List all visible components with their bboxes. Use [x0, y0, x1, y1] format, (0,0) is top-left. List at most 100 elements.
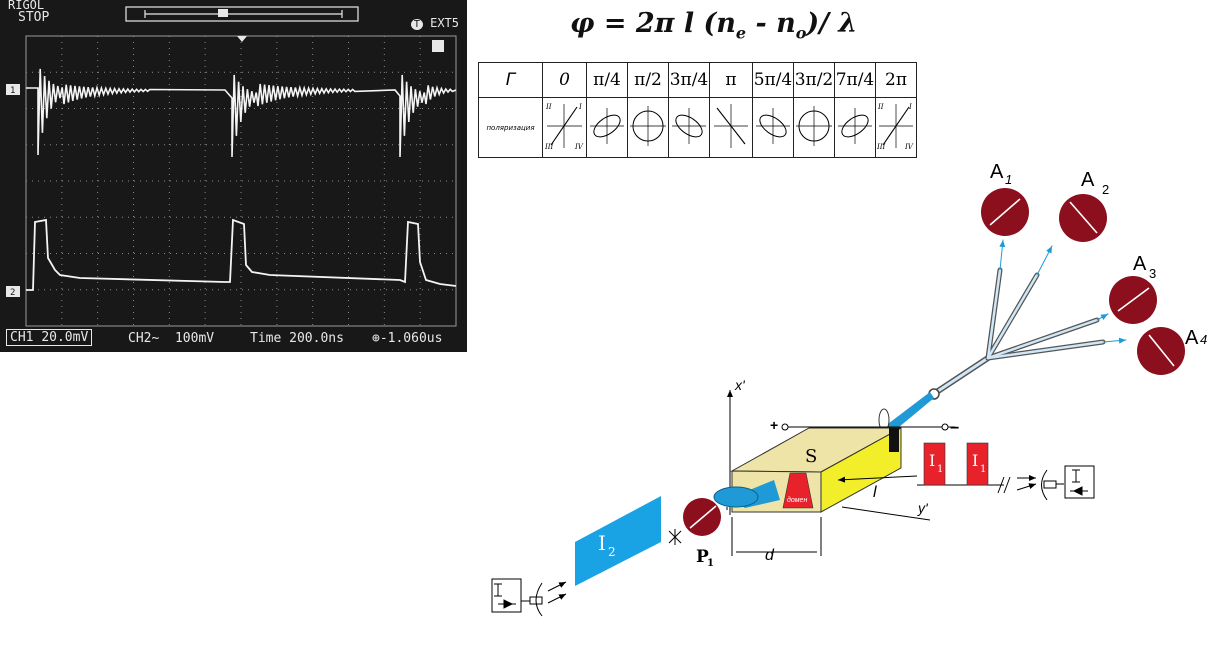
elliptical-pol-icon [590, 108, 624, 144]
a1-subscript: 1 [1005, 172, 1012, 187]
channel1-trace [26, 68, 457, 158]
a3-subscript: 3 [1149, 266, 1156, 281]
pulse-i2: I 2 [575, 496, 661, 586]
p1-subscript: 1 [707, 558, 714, 569]
trigger-source: T EXT5 [410, 16, 459, 30]
crystal: S домен [713, 427, 902, 513]
scope-brand: RIGOL [8, 0, 45, 12]
channel2-trace [26, 218, 457, 291]
pulse-source-right [1016, 465, 1095, 501]
phase-cell: 5π/4 [752, 62, 794, 98]
trigger-icon: T [410, 19, 423, 30]
polarization-label: поляризация [478, 97, 543, 158]
i1-subscript: 1 [980, 464, 986, 475]
quadrant-iii: III [876, 143, 886, 151]
phase-cell: 2π [875, 62, 917, 98]
dim-l-arrow [837, 475, 918, 483]
i1-label: I [929, 451, 935, 470]
crystal-label: S [805, 446, 817, 467]
gamma-header: Γ [478, 62, 543, 98]
pol-cell [834, 97, 876, 158]
dim-d-label: d [765, 547, 775, 564]
analyzer-a4: A 4 [1137, 327, 1207, 375]
quadrant-iii: III [544, 143, 554, 151]
circular-pol-icon [796, 106, 832, 146]
pol-cell [709, 97, 753, 158]
electrodes: + − [770, 417, 959, 437]
time-scale: Time 200.0ns [250, 331, 344, 346]
a1-label: A [990, 161, 1004, 183]
quadrant-ii: II [545, 103, 552, 111]
minus-terminal: − [950, 420, 959, 437]
analyzer-a3: A 3 [1109, 253, 1157, 324]
y-axis [841, 506, 931, 521]
linear-pol-icon [714, 104, 748, 148]
scope-state: STOP [18, 10, 50, 25]
p1-label: P [696, 547, 709, 567]
trigger-offset: ⊕-1.060us [372, 331, 443, 346]
plus-terminal: + [770, 417, 778, 433]
input-spot [713, 486, 759, 508]
pulses-i1: I 1 I 1 [917, 442, 1011, 494]
phase-cell: π [709, 62, 753, 98]
trigger-offset-value: -1.060us [379, 331, 443, 346]
polarization-table: Γ 0 π/4 π/2 3π/4 π 5π/4 3π/2 7π/4 2π пол… [478, 62, 917, 158]
ch1-marker-label: 1 [10, 86, 15, 96]
ch1-scale: CH1 20.0mV [6, 329, 93, 346]
a2-subscript: 2 [1102, 182, 1109, 197]
a2-label: A [1081, 169, 1095, 191]
elliptical-pol-icon [838, 108, 872, 144]
fiber-bundle [928, 239, 1127, 400]
phase-cell: 3π/2 [793, 62, 835, 98]
y-axis-label: y' [917, 500, 929, 516]
scope-status-bar: CH1 20.0mV CH2~ 100mV Time 200.0ns ⊕-1.0… [0, 326, 467, 352]
domain-label: домен [787, 496, 807, 504]
pol-cell [668, 97, 710, 158]
ch2-marker-label: 2 [10, 288, 15, 298]
phase-cell: 7π/4 [834, 62, 876, 98]
a4-label: A [1185, 327, 1199, 349]
timebase-marker [218, 9, 228, 17]
ch2-marker [6, 286, 20, 297]
elliptical-pol-icon [672, 108, 706, 144]
scope-graticule: 1 2 [6, 6, 457, 327]
pol-cell [586, 97, 628, 158]
i2-subscript: 2 [608, 545, 616, 559]
analyzer-a1: A 1 [981, 161, 1029, 236]
phase-cell: π/2 [627, 62, 669, 98]
experimental-setup-diagram: A 1 A 2 A 3 A 4 [491, 161, 1207, 617]
phase-cell: 0 [542, 62, 587, 98]
light-source-icon [668, 529, 682, 545]
pol-cell [793, 97, 835, 158]
timebase-bar [125, 6, 359, 22]
phase-formula: φ = 2π l (ne - no)/ λ [570, 8, 858, 43]
ch2-scale: CH2~ 100mV [128, 331, 215, 346]
output-beam [880, 392, 934, 432]
x-axis-label: x' [734, 377, 746, 393]
a4-subscript: 4 [1200, 332, 1207, 347]
analyzer-a2: A 2 [1059, 169, 1109, 242]
i1-subscript: 1 [937, 464, 943, 475]
pulse-source-left [491, 578, 567, 617]
quadrant-i: I [908, 103, 912, 111]
phase-row: Γ 0 π/4 π/2 3π/4 π 5π/4 3π/2 7π/4 2π [478, 62, 917, 98]
ch1-marker [6, 84, 20, 95]
quadrant-i: I [578, 103, 582, 111]
quadrant-iv: IV [574, 143, 584, 151]
i1-label: I [972, 451, 978, 470]
domain [782, 472, 814, 509]
trigger-position-marker [237, 36, 247, 42]
phase-cell: π/4 [586, 62, 628, 98]
phase-cell: 3π/4 [668, 62, 710, 98]
trigger-source-label: EXT5 [430, 16, 459, 30]
a3-label: A [1133, 253, 1147, 275]
i2-label: I [598, 531, 606, 555]
ch1-scale-value: 20.0mV [41, 330, 89, 345]
polarizer-p1: P 1 [683, 498, 721, 569]
pol-cell [627, 97, 669, 158]
trigger-level-icon [432, 40, 444, 52]
